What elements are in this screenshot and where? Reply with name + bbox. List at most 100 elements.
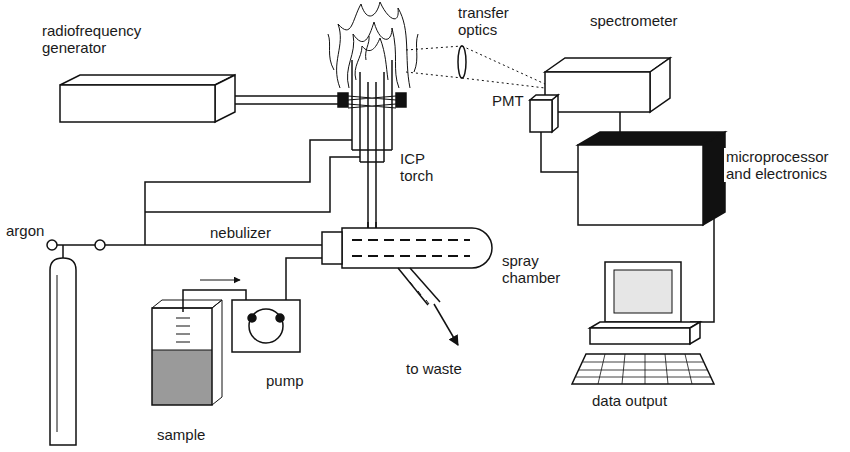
- drain-tube-part: [410, 268, 440, 302]
- computer: [572, 262, 714, 384]
- sample-beaker-part: [212, 300, 222, 405]
- argon-cylinder-part: [56, 244, 96, 246]
- signal-wires-part: [541, 132, 578, 172]
- part-label: spray chamber: [500, 252, 574, 286]
- spectrometer-part: [650, 58, 670, 112]
- microprocessor-box-part: [578, 132, 725, 145]
- peristaltic-pump-part: [276, 314, 284, 322]
- peristaltic-pump: [183, 258, 322, 352]
- icp-torch: [352, 60, 392, 228]
- nebulizer: [322, 232, 342, 264]
- pmt-detector-part: [552, 95, 558, 132]
- icp-torch-part: [351, 60, 353, 150]
- computer-part: [572, 354, 714, 384]
- peristaltic-pump-part: [248, 314, 256, 322]
- spray-chamber-part: [352, 239, 470, 241]
- icp-torch-part: [367, 82, 369, 228]
- transfer-optics-part: [406, 46, 545, 88]
- part-label: ICP torch: [398, 150, 450, 184]
- computer-part: [690, 322, 700, 344]
- spectrometer-part: [545, 58, 670, 72]
- signal-wires-part: [690, 219, 714, 322]
- rf-cable: [235, 96, 342, 104]
- rf-generator-part: [215, 75, 235, 122]
- load-coil-part: [338, 93, 348, 107]
- icp-torch-part: [360, 161, 384, 163]
- plasma-flame-part: [366, 36, 370, 60]
- microprocessor-box-part: [578, 145, 703, 225]
- computer-part: [614, 270, 672, 313]
- sample-beaker-part: [176, 318, 190, 342]
- microprocessor-box-part: [703, 132, 725, 225]
- part-label: pump: [264, 372, 306, 389]
- plasma-flame-part: [337, 2, 410, 88]
- pmt-detector-part: [530, 100, 552, 132]
- part-label: spectrometer: [588, 12, 680, 29]
- icp-torch-part: [391, 60, 393, 150]
- part-label: to waste: [404, 360, 464, 377]
- rf-generator-part: [60, 75, 235, 85]
- computer-part: [590, 328, 690, 344]
- microprocessor-box: [578, 132, 725, 225]
- drain-tube: [398, 268, 458, 345]
- drain-tube-part: [434, 304, 458, 345]
- part-label: radiofrequency generator: [40, 22, 164, 56]
- sample-beaker-part: [152, 300, 222, 308]
- part-label: sample: [155, 426, 207, 443]
- argon-cylinder-part: [62, 245, 64, 258]
- load-coil-part: [396, 93, 406, 107]
- nebulizer-part: [322, 232, 342, 264]
- rf-cable-part: [235, 95, 342, 97]
- drain-tube-part: [398, 268, 428, 305]
- spectrometer-part: [545, 72, 650, 112]
- computer-part: [605, 262, 681, 322]
- spray-chamber: [342, 222, 492, 268]
- part-label: PMT: [490, 92, 526, 109]
- rf-generator: [60, 75, 235, 122]
- plasma-flame: [328, 2, 418, 88]
- icp-torch-part: [352, 149, 392, 151]
- argon-cylinder-part: [57, 275, 58, 432]
- part-label: data output: [590, 392, 669, 409]
- sample-beaker-part: [152, 350, 212, 405]
- rf-generator-part: [60, 85, 215, 122]
- argon-gas-lines-part: [145, 140, 352, 245]
- spray-chamber-part: [367, 222, 369, 228]
- argon-gas-lines-part: [145, 157, 360, 212]
- peristaltic-pump-part: [286, 258, 322, 300]
- load-coil-part: [348, 96, 396, 108]
- spectrometer: [545, 58, 670, 112]
- computer-part: [590, 322, 700, 328]
- computer-part: [576, 362, 711, 377]
- argon-gas-lines: [105, 140, 360, 245]
- load-coil: [338, 93, 406, 108]
- sample-beaker: [152, 300, 222, 405]
- spray-chamber-part: [342, 228, 492, 268]
- argon-cylinder-part: [47, 240, 57, 250]
- argon-cylinder-part: [95, 240, 105, 250]
- icp-torch-part: [359, 72, 361, 162]
- argon-gas-lines-part: [105, 244, 322, 246]
- transfer-optics: [406, 46, 545, 88]
- spray-chamber-part: [375, 222, 377, 228]
- plasma-flame-part: [414, 34, 418, 72]
- spray-chamber-part: [352, 255, 470, 257]
- peristaltic-pump-part: [232, 300, 300, 352]
- peristaltic-pump-part: [200, 280, 240, 281]
- argon-cylinder: [47, 240, 105, 445]
- plasma-flame-part: [328, 34, 334, 70]
- peristaltic-pump-part: [249, 309, 283, 343]
- pmt-detector: [530, 95, 558, 132]
- part-label: transfer optics: [456, 4, 524, 38]
- rf-cable-part: [235, 103, 342, 105]
- computer-part: [598, 354, 692, 384]
- part-label: microprocessor and electronics: [724, 148, 846, 182]
- drain-tube-part: [410, 282, 429, 304]
- sample-beaker-part: [152, 308, 212, 405]
- icp-torch-part: [375, 82, 377, 228]
- argon-cylinder-part: [50, 258, 76, 445]
- sample-beaker-part: [152, 350, 212, 351]
- icp-torch-part: [383, 72, 385, 162]
- transfer-optics-part: [458, 46, 466, 78]
